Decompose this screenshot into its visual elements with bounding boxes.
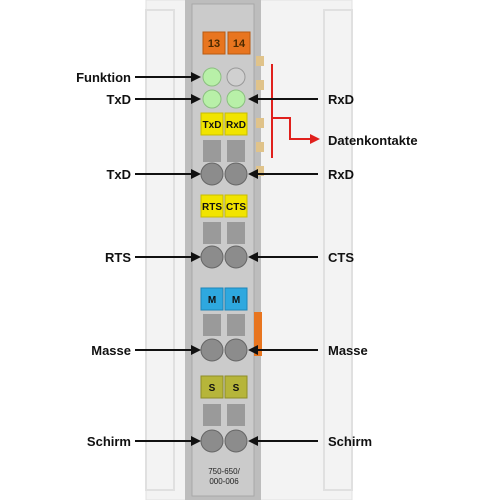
clamp-slot: [227, 314, 245, 336]
tag-cts: CTS: [224, 194, 248, 218]
clamp-slot: [227, 222, 245, 244]
clamp-slot: [203, 140, 221, 162]
terminal-clamp-icon: [224, 162, 248, 186]
svg-text:13: 13: [208, 38, 220, 50]
tag-rxd: RxD: [224, 112, 248, 136]
terminal-clamp-icon: [224, 338, 248, 362]
svg-text:TxD: TxD: [203, 120, 222, 131]
terminal-clamp-icon: [200, 162, 224, 186]
tag-txd: TxD: [200, 112, 224, 136]
data-contact: [256, 56, 264, 66]
svg-text:RTS: RTS: [202, 202, 222, 213]
svg-text:M: M: [232, 295, 240, 306]
power-contact: [254, 312, 262, 356]
label-rxd-terminal: RxD: [328, 167, 354, 182]
label-cts: CTS: [328, 250, 354, 265]
svg-text:S: S: [209, 383, 216, 394]
terminal-marker-14: 14: [227, 31, 251, 55]
tag-rts: RTS: [200, 194, 224, 218]
svg-text:RxD: RxD: [226, 120, 246, 131]
module-housing: [185, 0, 264, 500]
funktion-led-icon: [202, 67, 222, 87]
clamp-slot: [227, 140, 245, 162]
svg-text:CTS: CTS: [226, 202, 246, 213]
label-schirm-right: Schirm: [328, 434, 372, 449]
label-rxd-led: RxD: [328, 92, 354, 107]
tag-s-right: S: [224, 375, 248, 399]
terminal-marker-13: 13: [202, 31, 226, 55]
tag-m-left: M: [200, 287, 224, 311]
part-number-line1: 750-650/: [208, 467, 240, 476]
terminal-clamp-icon: [224, 429, 248, 453]
tag-s-left: S: [200, 375, 224, 399]
clamp-slot: [227, 404, 245, 426]
label-funktion: Funktion: [76, 70, 131, 85]
data-contact: [256, 80, 264, 90]
clamp-slot: [203, 314, 221, 336]
label-txd-led: TxD: [106, 92, 131, 107]
label-txd-terminal: TxD: [106, 167, 131, 182]
status-led-icon: [226, 67, 246, 87]
tag-m-right: M: [224, 287, 248, 311]
label-rts: RTS: [105, 250, 131, 265]
part-number-line2: 000-006: [209, 477, 239, 486]
data-contact: [256, 118, 264, 128]
terminal-clamp-icon: [224, 245, 248, 269]
svg-text:S: S: [233, 383, 240, 394]
terminal-clamp-icon: [200, 245, 224, 269]
terminal-clamp-icon: [200, 429, 224, 453]
txd-led-icon: [202, 89, 222, 109]
datenkontakte-bracket: [271, 64, 320, 158]
terminal-clamp-icon: [200, 338, 224, 362]
label-datenkontakte: Datenkontakte: [328, 133, 418, 148]
clamp-slot: [203, 404, 221, 426]
clamp-slot: [203, 222, 221, 244]
data-contact: [256, 142, 264, 152]
rxd-led-icon: [226, 89, 246, 109]
label-schirm-left: Schirm: [87, 434, 131, 449]
svg-text:M: M: [208, 295, 216, 306]
data-contact: [256, 166, 264, 176]
label-masse-left: Masse: [91, 343, 131, 358]
label-masse-right: Masse: [328, 343, 368, 358]
svg-text:14: 14: [233, 38, 246, 50]
